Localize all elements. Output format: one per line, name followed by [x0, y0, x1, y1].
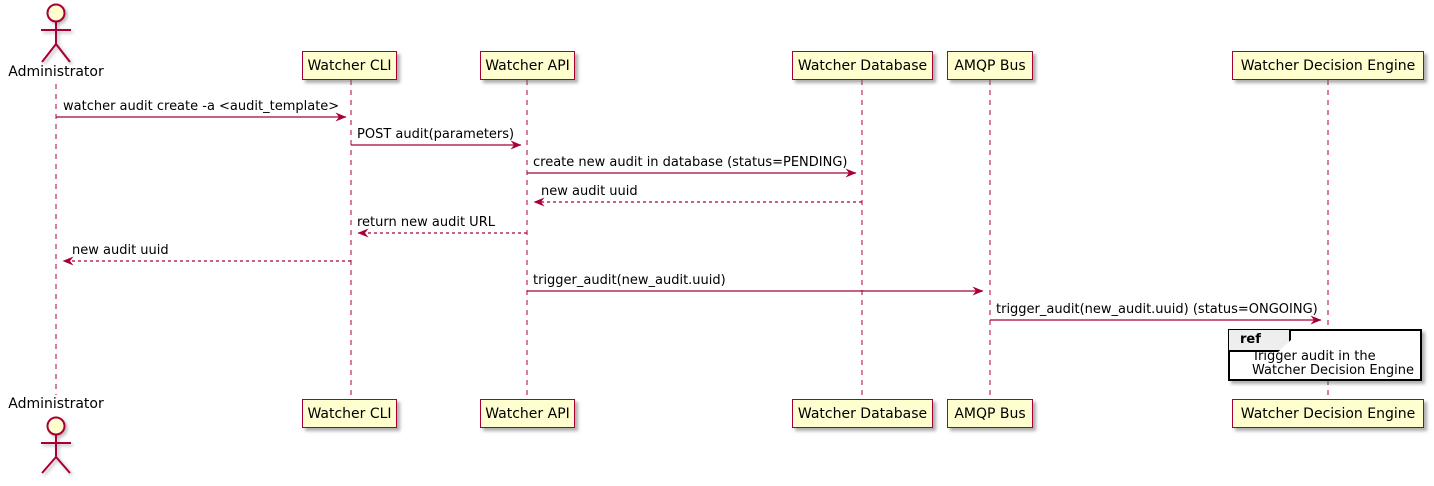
- ref-text-line1: Trigger audit in the: [1252, 349, 1376, 364]
- ref-text-line2: Watcher Decision Engine: [1252, 363, 1414, 378]
- message-label-return-audit-url: return new audit URL: [357, 215, 495, 230]
- message-label-trigger-audit-ongoing: trigger_audit(new_audit.uuid) (status=ON…: [996, 302, 1318, 317]
- ref-fragment-header: ref: [1229, 330, 1291, 352]
- message-label-post-audit: POST audit(parameters): [357, 127, 515, 142]
- participant-box-watcher-api-bottom: Watcher API: [480, 399, 575, 428]
- participant-box-watcher-api-top: Watcher API: [480, 51, 575, 80]
- participant-box-watcher-decision-engine-bottom: Watcher Decision Engine: [1232, 399, 1424, 428]
- message-label-audit-create: watcher audit create -a <audit_template>: [63, 99, 340, 114]
- administrator-actor-figure-top: [41, 3, 71, 63]
- message-label-create-audit-db: create new audit in database (status=PEN…: [533, 155, 848, 170]
- participant-label-administrator-bottom: Administrator: [8, 396, 104, 412]
- message-label-new-audit-uuid-cli: new audit uuid: [72, 243, 169, 258]
- participant-box-watcher-database-top: Watcher Database: [792, 51, 933, 80]
- ref-fragment-text: Trigger audit in the Watcher Decision En…: [1252, 350, 1414, 378]
- participant-box-watcher-cli-top: Watcher CLI: [302, 51, 397, 80]
- participant-box-watcher-database-bottom: Watcher Database: [792, 399, 933, 428]
- participant-label-administrator-top: Administrator: [8, 64, 104, 80]
- participant-box-amqp-bus-bottom: AMQP Bus: [947, 399, 1033, 428]
- ref-fragment: ref Trigger audit in the Watcher Decisio…: [1228, 329, 1422, 381]
- ref-keyword: ref: [1240, 332, 1261, 347]
- message-label-new-audit-uuid-db: new audit uuid: [541, 184, 638, 199]
- participant-box-watcher-decision-engine-top: Watcher Decision Engine: [1232, 51, 1424, 80]
- administrator-actor-figure-bottom: [41, 416, 71, 474]
- participant-box-amqp-bus-top: AMQP Bus: [947, 51, 1033, 80]
- participant-box-watcher-cli-bottom: Watcher CLI: [302, 399, 397, 428]
- message-label-trigger-audit: trigger_audit(new_audit.uuid): [533, 273, 726, 288]
